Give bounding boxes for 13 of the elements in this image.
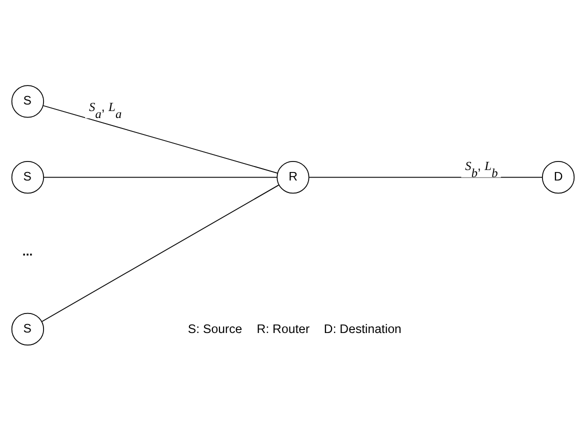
node-circle: R (276, 160, 310, 194)
connector (42, 104, 278, 174)
connector (43, 176, 278, 178)
label: R: Router (256, 321, 310, 336)
node-circle: D (542, 160, 575, 194)
label: D: Destination (324, 321, 402, 336)
node-circle: S (11, 312, 44, 346)
connector (308, 176, 543, 178)
node-circle: S (11, 160, 44, 194)
connector (42, 184, 280, 322)
label: ... (22, 244, 33, 258)
label: S: Source (188, 321, 242, 336)
node-circle: S (11, 84, 44, 118)
